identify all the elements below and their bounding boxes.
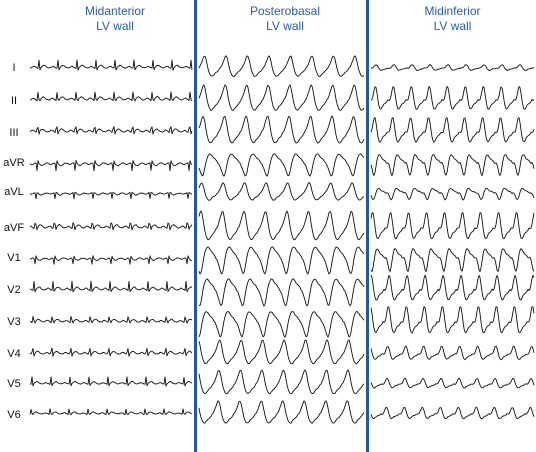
ecg-trace-panel1-lead-V5 <box>29 376 193 387</box>
lead-label-V3: V3 <box>7 316 21 328</box>
panel-title-midinferior: Midinferior LV wall <box>375 4 530 34</box>
ecg-trace-panel1-lead-aVR <box>29 160 193 172</box>
ecg-trace-panel1-lead-III <box>29 126 193 135</box>
ecg-trace-panel1-lead-II <box>29 91 193 102</box>
ecg-trace-panel3-lead-V2 <box>370 274 535 301</box>
panel-title-line2: LV wall <box>266 19 304 33</box>
ecg-trace-panel2-lead-III <box>198 115 365 144</box>
panel-title-midanterior: Midanterior LV wall <box>40 4 190 34</box>
ecg-trace-panel3-lead-V3 <box>370 306 535 334</box>
ecg-trace-panel1-lead-V2 <box>29 280 193 293</box>
ecg-trace-panel2-lead-aVL <box>198 182 365 201</box>
lead-label-V4: V4 <box>7 348 21 360</box>
panel-title-line1: Midinferior <box>424 4 481 18</box>
panel-title-line2: LV wall <box>433 19 472 33</box>
lead-label-II: II <box>10 95 18 107</box>
ecg-trace-panel2-lead-II <box>198 84 365 112</box>
panel-title-line1: Midanterior <box>84 4 146 18</box>
panel-title-posterobasal: Posterobasal LV wall <box>205 4 365 34</box>
ecg-trace-panel1-lead-aVL <box>29 191 193 200</box>
panel-divider-right <box>366 0 369 452</box>
ecg-trace-panel3-lead-V6 <box>370 406 535 420</box>
ecg-trace-panel2-lead-I <box>198 55 365 77</box>
panel-divider-left <box>194 0 197 452</box>
panel-title-line1: Posterobasal <box>249 4 321 18</box>
ecg-trace-panel1-lead-V3 <box>29 316 193 324</box>
ecg-trace-panel1-lead-V4 <box>29 347 193 357</box>
ecg-trace-panel3-lead-aVF <box>370 212 535 240</box>
ecg-trace-panel2-lead-V6 <box>198 400 365 424</box>
lead-label-aVF: aVF <box>3 222 25 234</box>
ecg-trace-panel2-lead-V4 <box>198 339 365 365</box>
ecg-trace-panel2-lead-V2 <box>198 278 365 307</box>
ecg-trace-panel3-lead-II <box>370 85 535 110</box>
ecg-trace-panel3-lead-III <box>370 117 535 143</box>
ecg-trace-panel3-lead-V4 <box>370 345 535 361</box>
ecg-trace-panel2-lead-V3 <box>198 310 365 338</box>
ecg-trace-panel1-lead-V1 <box>29 255 193 265</box>
ecg-trace-panel2-lead-aVR <box>198 153 365 177</box>
ecg-trace-panel1-lead-aVF <box>29 222 193 231</box>
lead-label-I: I <box>12 62 16 74</box>
ecg-trace-panel2-lead-aVF <box>198 210 365 241</box>
lead-label-aVL: aVL <box>4 186 24 198</box>
ecg-trace-panel2-lead-V1 <box>198 246 365 275</box>
lead-label-III: III <box>9 127 19 139</box>
panel-title-line2: LV wall <box>96 19 134 33</box>
lead-label-aVR: aVR <box>3 157 25 169</box>
ecg-trace-panel3-lead-I <box>370 64 535 71</box>
lead-label-V2: V2 <box>7 284 21 296</box>
ecg-trace-panel3-lead-V1 <box>370 248 535 273</box>
lead-label-V5: V5 <box>7 378 21 390</box>
lead-label-V1: V1 <box>7 252 21 264</box>
ecg-trace-panel3-lead-V5 <box>370 377 535 389</box>
lead-label-V6: V6 <box>7 409 21 421</box>
ecg-trace-panel3-lead-aVL <box>370 187 535 201</box>
ecg-trace-panel3-lead-aVR <box>370 153 535 177</box>
ecg-trace-panel1-lead-V6 <box>29 408 193 416</box>
ecg-trace-panel1-lead-I <box>29 59 193 71</box>
ecg-trace-panel2-lead-V5 <box>198 369 365 395</box>
